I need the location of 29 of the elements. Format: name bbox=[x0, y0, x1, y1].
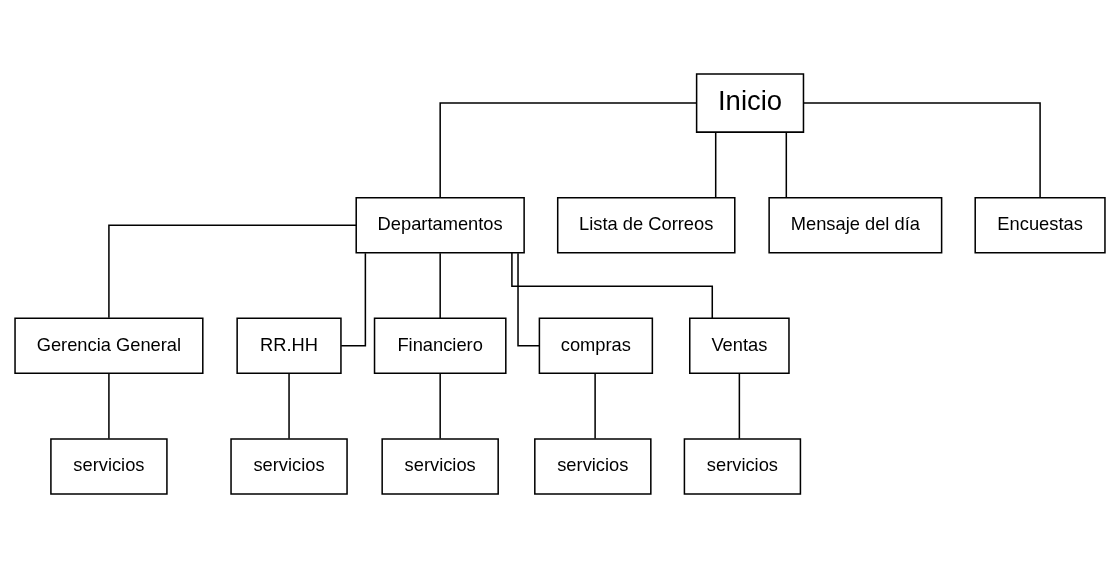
node-box: Mensaje del día bbox=[768, 197, 943, 254]
connector bbox=[439, 373, 441, 440]
connector bbox=[511, 252, 714, 319]
connector bbox=[288, 373, 290, 440]
node-box: Inicio bbox=[695, 73, 805, 133]
node-box: Departamentos bbox=[355, 197, 525, 254]
node-box: Ventas bbox=[689, 317, 790, 375]
connector bbox=[340, 252, 367, 347]
node-box: servicios bbox=[50, 438, 168, 495]
connector bbox=[803, 102, 1041, 199]
node-box: Encuestas bbox=[974, 197, 1106, 254]
connector bbox=[785, 131, 788, 199]
connector bbox=[439, 102, 697, 199]
node-box: RR.HH bbox=[236, 317, 342, 375]
connector bbox=[108, 224, 357, 319]
node-box: servicios bbox=[230, 438, 348, 495]
node-box: servicios bbox=[381, 438, 499, 495]
connector bbox=[517, 252, 541, 347]
node-box: servicios bbox=[683, 438, 802, 495]
connector bbox=[439, 252, 441, 319]
connector bbox=[108, 373, 110, 440]
node-box: Financiero bbox=[373, 317, 507, 375]
connector bbox=[594, 373, 596, 440]
node-box: compras bbox=[538, 317, 654, 375]
connector bbox=[714, 131, 717, 199]
node-box: servicios bbox=[534, 438, 652, 495]
connector bbox=[738, 373, 741, 440]
node-box: Lista de Correos bbox=[556, 197, 736, 254]
node-box: Gerencia General bbox=[14, 317, 204, 375]
